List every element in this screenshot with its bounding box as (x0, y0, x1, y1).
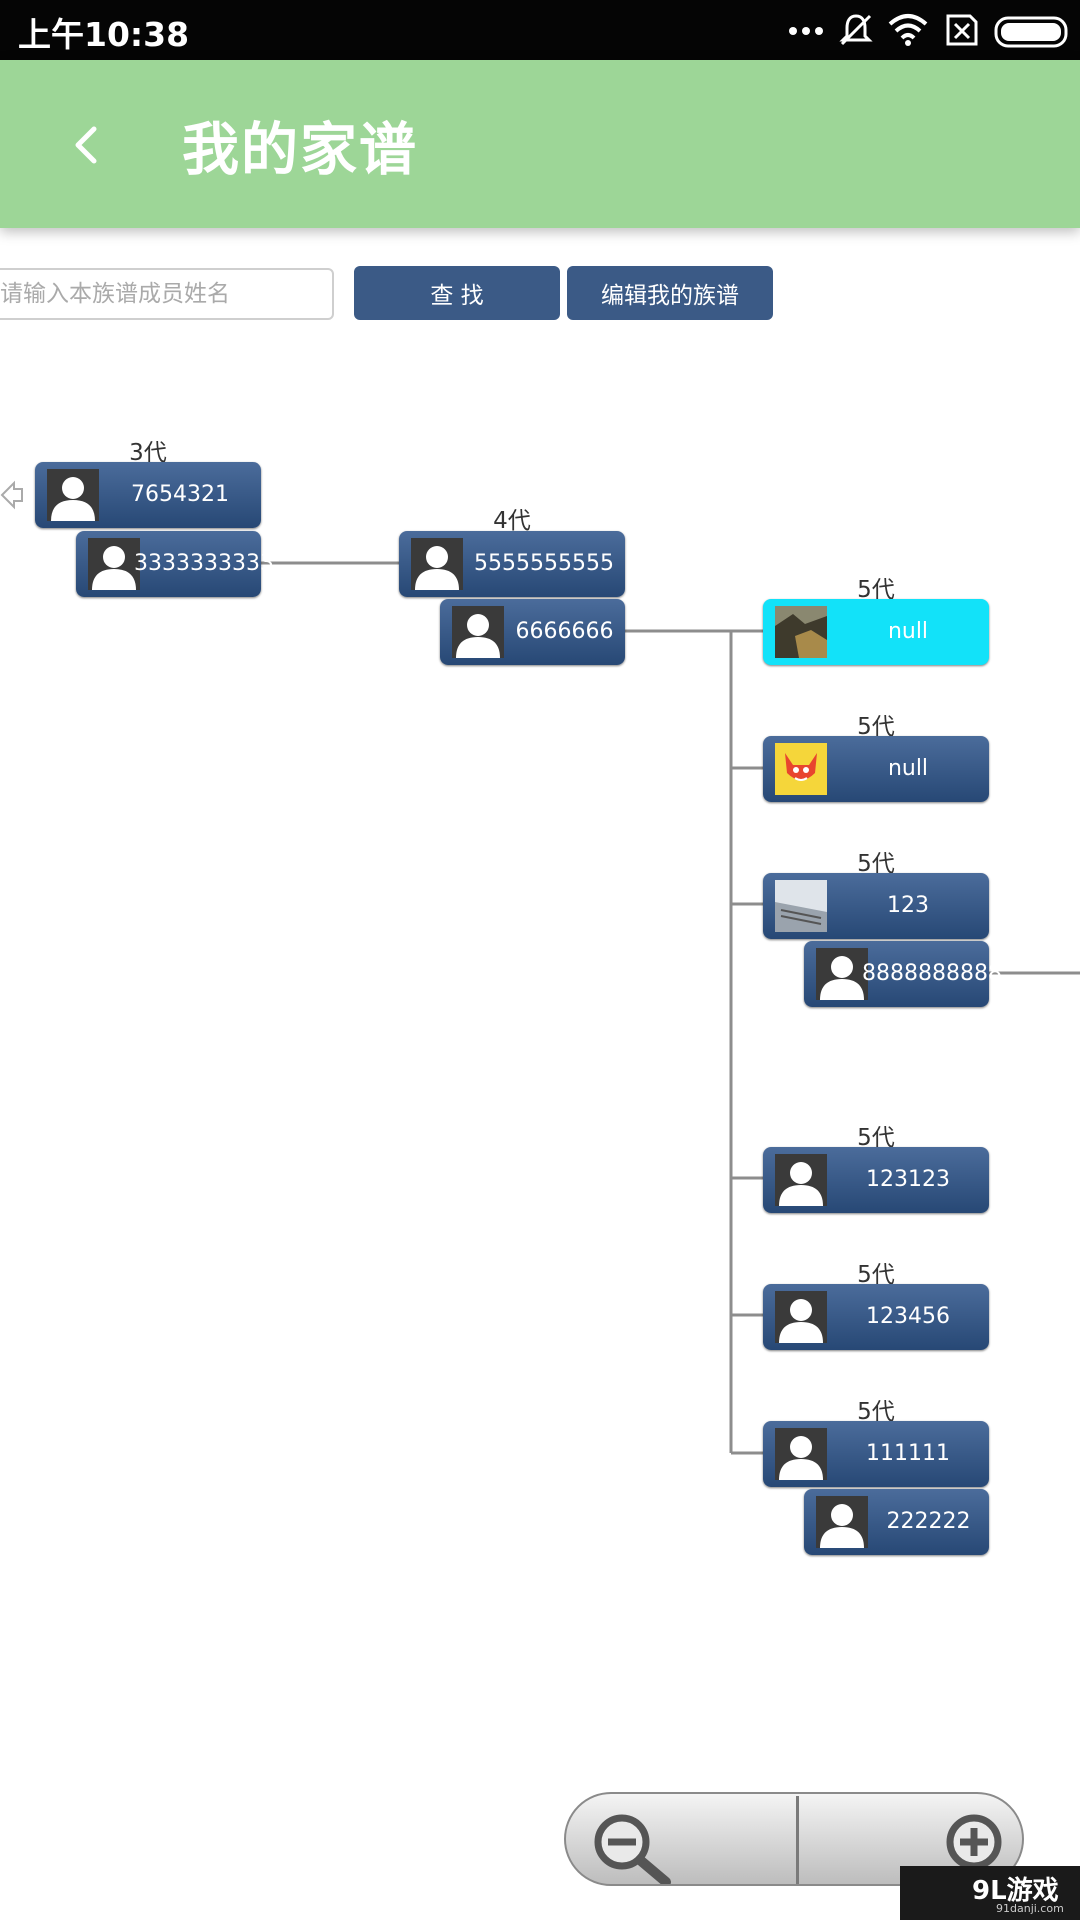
zoom-control (564, 1792, 1024, 1886)
member-name: 5555555555 (474, 551, 614, 576)
default-avatar-icon (816, 1496, 868, 1548)
generation-label: 5代 (857, 1125, 895, 1151)
member-name: 222222 (886, 1509, 971, 1534)
member-node[interactable]: 222222 (804, 1489, 989, 1555)
member-node[interactable]: 3333333333 (76, 531, 274, 597)
app-bar: 我的家谱 (0, 60, 1080, 228)
battery-icon (994, 16, 1068, 48)
member-name: 8888888888 (862, 961, 1002, 986)
member-name: 111111 (866, 1441, 950, 1466)
more-dots-icon (789, 27, 823, 35)
member-node[interactable]: 123123 (763, 1147, 989, 1213)
find-button[interactable]: 查 找 (354, 266, 560, 320)
sim-x-icon (946, 14, 978, 46)
member-node[interactable]: 6666666 (440, 599, 625, 665)
generation-label: 5代 (857, 577, 895, 603)
member-node[interactable]: 8888888888 (804, 941, 1002, 1007)
wifi-icon (888, 14, 928, 46)
member-node-selected[interactable]: null (763, 599, 989, 665)
status-bar: 上午10:38 (0, 0, 1080, 60)
member-name: 123456 (866, 1304, 950, 1329)
watermark-brand: 9L游戏 (972, 1876, 1059, 1906)
watermark: 9L游戏 91danji.com (900, 1866, 1080, 1920)
photo-avatar (775, 880, 827, 932)
generation-label: 4代 (493, 508, 531, 534)
chevron-left-icon[interactable] (60, 115, 110, 175)
generation-label: 5代 (857, 1399, 895, 1425)
member-node[interactable]: null (763, 736, 989, 802)
default-avatar-icon (816, 948, 868, 1000)
member-node[interactable]: 7654321 (35, 462, 261, 528)
default-avatar-icon (88, 538, 140, 590)
member-node[interactable]: 111111 (763, 1421, 989, 1487)
member-name: 123 (887, 893, 929, 918)
member-name: 123123 (866, 1167, 950, 1192)
generation-label: 3代 (129, 440, 167, 466)
default-avatar-icon (411, 538, 463, 590)
member-name: 6666666 (515, 619, 614, 644)
default-avatar-icon (775, 1154, 827, 1206)
default-avatar-icon (775, 1291, 827, 1343)
member-node[interactable]: 123456 (763, 1284, 989, 1350)
zoom-out-icon[interactable] (584, 1812, 684, 1884)
member-node[interactable]: 123 (763, 873, 989, 939)
page-title: 我的家谱 (182, 117, 418, 183)
arrow-left-icon[interactable] (0, 478, 24, 512)
member-name: 3333333333 (134, 551, 274, 576)
edit-family-tree-button[interactable]: 编辑我的族谱 (567, 266, 773, 320)
default-avatar-icon (452, 606, 504, 658)
default-avatar-icon (47, 469, 99, 521)
status-time: 上午10:38 (18, 15, 190, 54)
member-node[interactable]: 5555555555 (399, 531, 625, 597)
default-avatar-icon (775, 1428, 827, 1480)
photo-avatar (775, 606, 827, 658)
cartoon-avatar (775, 743, 827, 795)
zoom-divider (796, 1796, 799, 1884)
search-input[interactable] (0, 268, 334, 320)
member-name: null (887, 619, 929, 644)
member-name: 7654321 (131, 482, 229, 507)
member-name: null (887, 756, 929, 781)
generation-label: 5代 (857, 714, 895, 740)
watermark-site: 91danji.com (996, 1902, 1064, 1915)
generation-label: 5代 (857, 1262, 895, 1288)
vibrate-off-icon (839, 14, 873, 46)
generation-label: 5代 (857, 851, 895, 877)
